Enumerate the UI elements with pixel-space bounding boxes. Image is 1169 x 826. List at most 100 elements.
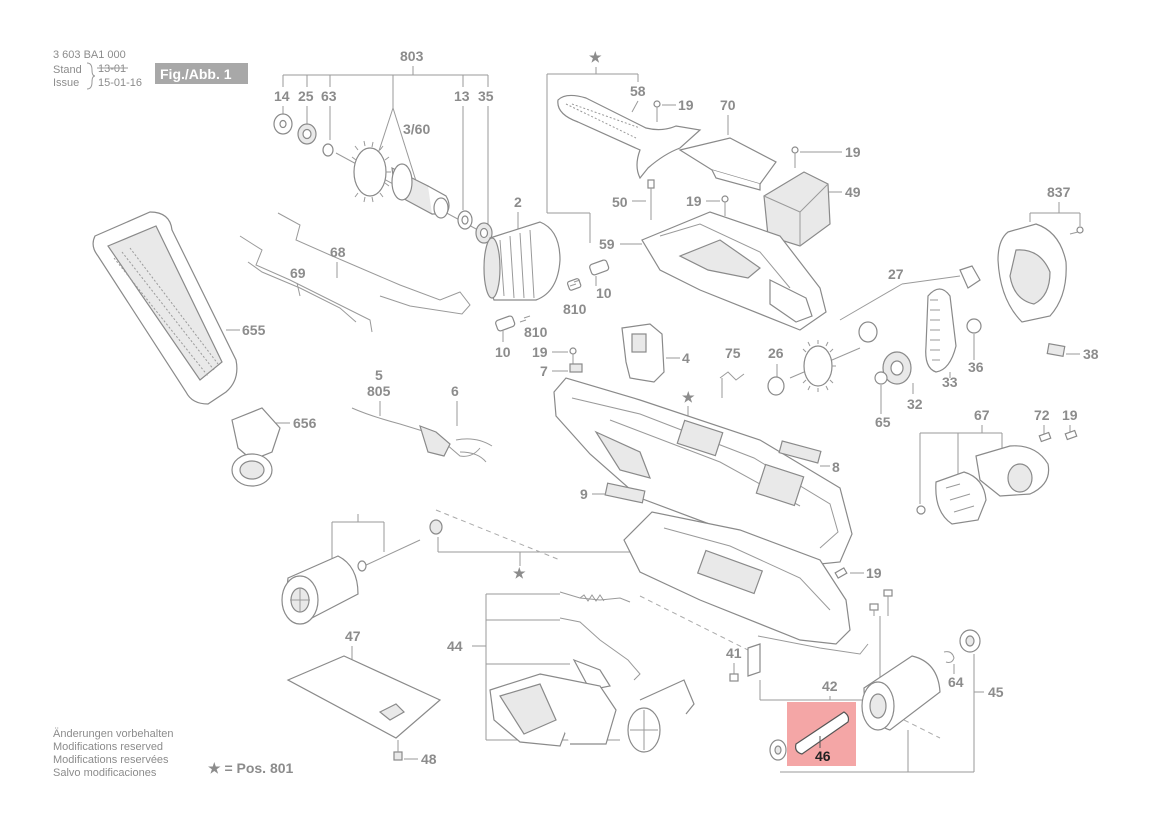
roller-45: 64 45 <box>769 629 1004 773</box>
old-date: 13-01 <box>98 63 126 75</box>
callout-69: 69 <box>290 265 306 281</box>
callout-10-a: 10 <box>596 285 612 301</box>
screws-top: 19 19 19 50 <box>612 97 861 220</box>
motor-cap-837: 837 <box>997 184 1084 323</box>
callout-9: 9 <box>580 486 588 502</box>
field-2: 2 <box>483 194 561 301</box>
gear-set: 26 32 65 <box>767 340 923 430</box>
spring-clips: 68 69 <box>239 212 471 333</box>
belt-drive: 27 33 <box>839 265 981 390</box>
callout-6: 6 <box>451 383 459 399</box>
callout-26: 26 <box>768 345 784 361</box>
base-plate <box>623 511 851 645</box>
callout-38: 38 <box>1083 346 1099 362</box>
group-41-42: 41 42 <box>726 616 881 701</box>
switch-parts: 19 7 4 75 ★ <box>532 323 745 418</box>
callout-42: 42 <box>822 678 838 694</box>
callout-59: 59 <box>599 236 615 252</box>
callout-3-60: 3/60 <box>403 121 430 137</box>
callout-63: 63 <box>321 88 337 104</box>
pad-47: 47 48 <box>286 628 442 767</box>
callout-19-d: 19 <box>532 344 548 360</box>
brush-set: 10 810 810 10 <box>495 259 612 360</box>
callout-4: 4 <box>682 350 690 366</box>
callout-32: 32 <box>907 396 923 412</box>
callout-75: 75 <box>725 345 741 361</box>
roller-43: ★ <box>281 514 630 625</box>
callout-19-f: 19 <box>866 565 882 581</box>
callout-5: 5 <box>375 367 383 383</box>
callout-58: 58 <box>630 83 646 99</box>
callout-35: 35 <box>478 88 494 104</box>
callout-64: 64 <box>948 674 964 690</box>
callout-803: 803 <box>400 48 424 64</box>
issue-date: 15-01-16 <box>98 77 142 89</box>
fig-badge <box>155 63 248 84</box>
armature-3-60 <box>335 140 479 231</box>
star-58: ★ <box>589 49 602 65</box>
stand-label: Stand <box>53 64 82 76</box>
callout-46: 46 <box>815 748 831 764</box>
housing-top-59: 59 <box>599 211 827 331</box>
star-43: ★ <box>513 565 526 581</box>
cable-6: 5 805 6 <box>351 367 493 463</box>
callout-656: 656 <box>293 415 317 431</box>
callout-8: 8 <box>832 459 840 475</box>
highlight-46[interactable]: 46 <box>787 702 856 766</box>
adapter-656: 656 <box>231 407 317 487</box>
switch-housing-49: 49 <box>763 171 861 247</box>
dust-box-655: 655 <box>92 211 266 405</box>
nut-36 <box>966 318 982 334</box>
callout-19-b: 19 <box>845 144 861 160</box>
screw-48 <box>393 751 403 761</box>
note-en: Modifications reserved <box>53 741 163 753</box>
group-803: 803 14 25 63 13 35 3/60 <box>274 48 494 225</box>
callout-50: 50 <box>612 194 628 210</box>
shaft-46 <box>795 711 850 755</box>
fig-label: Fig./Abb. 1 <box>160 66 232 82</box>
callout-49: 49 <box>845 184 861 200</box>
callout-33: 33 <box>942 374 958 390</box>
callout-25: 25 <box>298 88 314 104</box>
callout-10-b: 10 <box>495 344 511 360</box>
callout-810-a: 810 <box>563 301 587 317</box>
screws-bottom: 19 <box>834 565 893 616</box>
callout-810-b: 810 <box>524 324 548 340</box>
note-de: Änderungen vorbehalten <box>53 728 173 740</box>
callout-44: 44 <box>447 638 463 654</box>
callout-13: 13 <box>454 88 470 104</box>
callout-14: 14 <box>274 88 290 104</box>
header-block: 3 603 BA1 000 Stand Issue 13-01 15-01-16… <box>53 49 248 90</box>
callout-36: 36 <box>968 359 984 375</box>
main-housing <box>553 377 853 565</box>
callout-19-c: 19 <box>686 193 702 209</box>
callout-27: 27 <box>888 266 904 282</box>
callout-70: 70 <box>720 97 736 113</box>
callout-67: 67 <box>974 407 990 423</box>
callout-45: 45 <box>988 684 1004 700</box>
callout-47: 47 <box>345 628 361 644</box>
issue-label: Issue <box>53 77 79 89</box>
group-67: 67 72 19 <box>916 407 1078 525</box>
callout-65: 65 <box>875 414 891 430</box>
footer-notes: Änderungen vorbehalten Modifications res… <box>53 728 294 779</box>
callout-68: 68 <box>330 244 346 260</box>
callout-2: 2 <box>514 194 522 210</box>
callout-7: 7 <box>540 363 548 379</box>
callout-19-a: 19 <box>678 97 694 113</box>
callout-19-e: 19 <box>1062 407 1078 423</box>
callout-72: 72 <box>1034 407 1050 423</box>
clip-63 <box>322 143 334 157</box>
callout-805: 805 <box>367 383 391 399</box>
plate-38 <box>1046 342 1066 358</box>
group-58: ★ 58 <box>546 49 702 243</box>
labels-8-9: 8 9 <box>580 440 840 504</box>
group-44: 44 <box>447 591 695 753</box>
note-es: Salvo modificaciones <box>53 767 157 779</box>
callout-48: 48 <box>421 751 437 767</box>
note-fr: Modifications reservées <box>53 754 169 766</box>
star-4: ★ <box>682 389 695 405</box>
star-legend: ★ = Pos. 801 <box>208 760 294 776</box>
callout-41: 41 <box>726 645 742 661</box>
